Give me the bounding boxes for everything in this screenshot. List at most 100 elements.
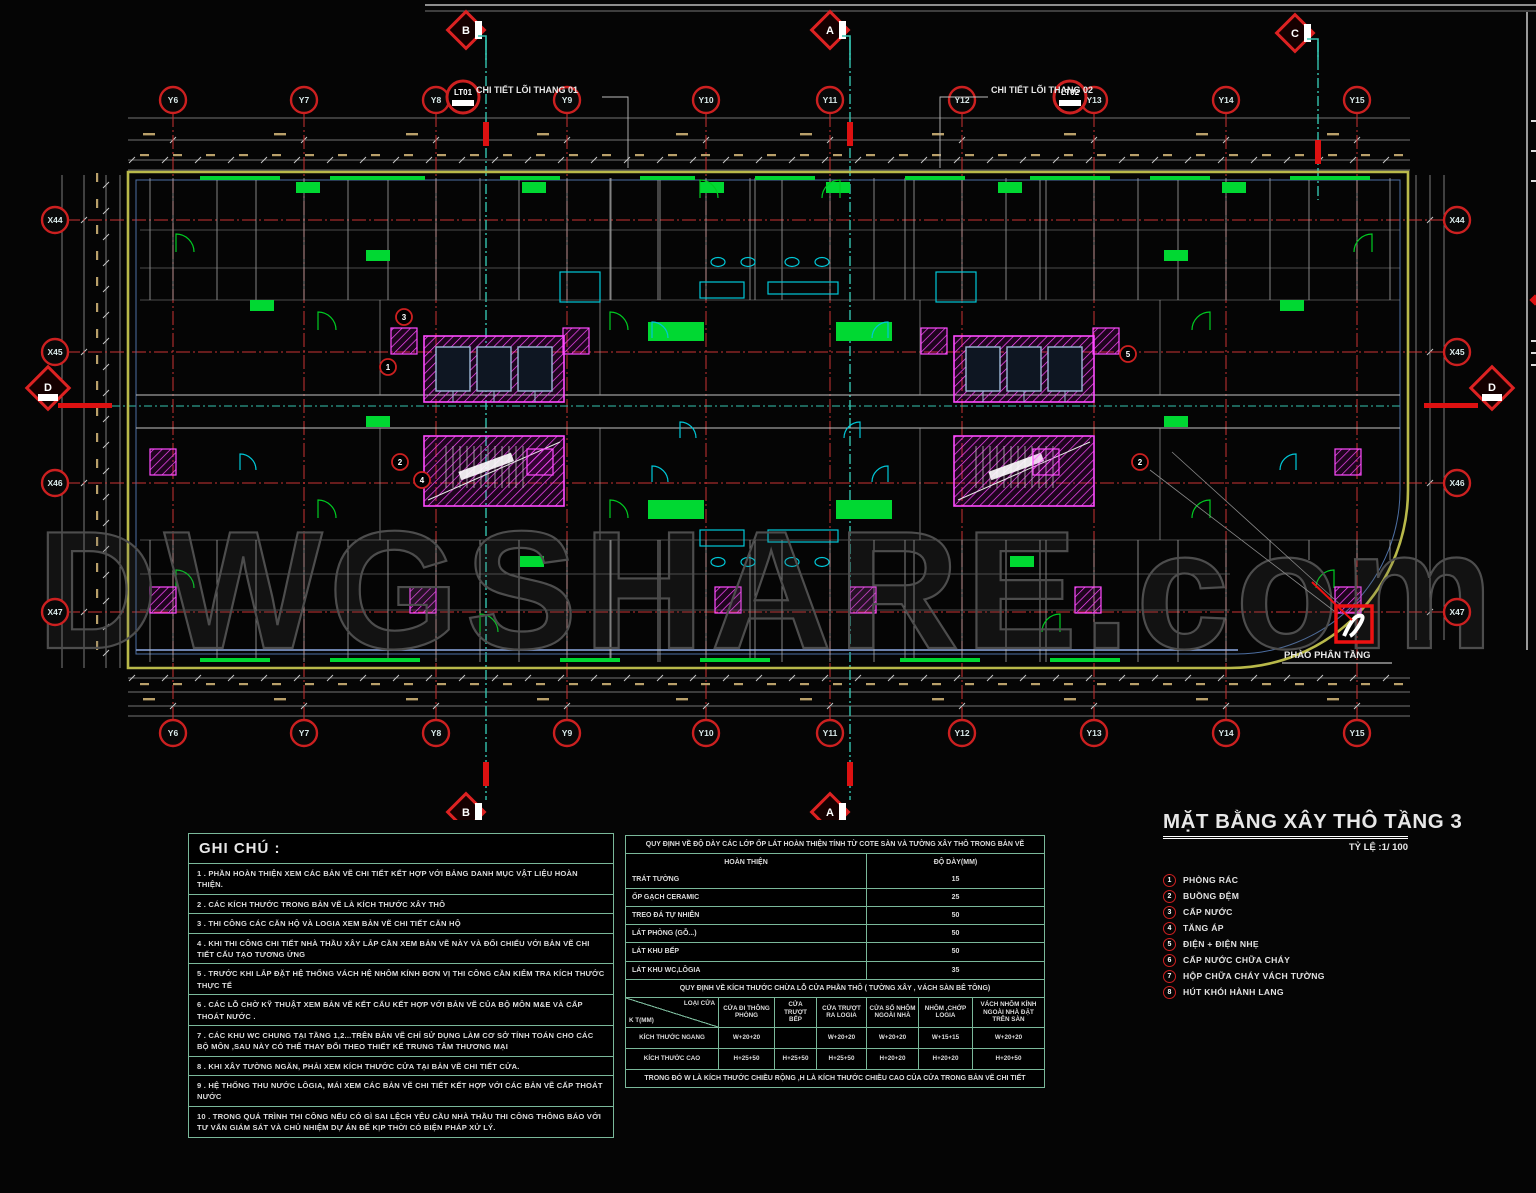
door-value: W+20+20 — [866, 1027, 918, 1049]
plan-graphic — [839, 803, 846, 820]
plan-graphic — [293, 156, 301, 164]
axis-label: Y15 — [1349, 728, 1364, 738]
finish-table-title: QUY ĐỊNH VỀ ĐỘ DÀY CÁC LỚP ỐP LÁT HOÀN T… — [645, 841, 1025, 848]
plan-graphic — [1274, 12, 1316, 54]
plan-graphic — [814, 256, 830, 268]
notes-box: GHI CHÚ : 1 . PHẦN HOÀN THIỆN XEM CÁC BẢ… — [188, 833, 614, 1138]
plan-graphic — [1262, 154, 1271, 157]
door-col-header: CỬA ĐI THÔNG PHÒNG — [718, 997, 774, 1028]
plan-graphic — [854, 156, 862, 164]
axis-label: X47 — [1449, 607, 1464, 617]
plan-graphic — [651, 321, 669, 339]
plan-graphic — [947, 85, 977, 115]
plan-graphic — [432, 702, 440, 710]
plan-graphic — [1059, 100, 1081, 106]
plan-graphic — [833, 154, 842, 157]
plan-graphic — [479, 613, 499, 633]
plan-graphic — [986, 156, 994, 164]
plan-graphic — [379, 358, 397, 376]
plan-graphic — [809, 9, 851, 51]
plan-graphic — [175, 233, 195, 253]
plan-graphic — [102, 233, 110, 241]
plan-graphic — [1531, 340, 1536, 342]
plan-graphic — [866, 683, 875, 686]
plan-graphic — [722, 674, 730, 682]
finish-col1: HOÀN THIỆN — [724, 859, 768, 866]
plan-graphic — [1130, 154, 1139, 157]
plan-graphic — [602, 154, 611, 157]
plan-graphic — [932, 154, 941, 157]
plan-graphic — [522, 182, 546, 193]
plan-graphic — [260, 156, 268, 164]
plan-graphic — [1079, 718, 1109, 748]
axis-label: Y9 — [562, 95, 573, 105]
finish-name: LÁT KHU BẾP — [632, 948, 680, 956]
plan-graphic — [836, 322, 892, 341]
legend-number-icon: 7 — [1163, 969, 1176, 983]
floor-plan-canvas: DWGSHARE.comY6Y6Y7Y7Y8Y8Y9Y9Y10Y10Y11Y11… — [24, 4, 1536, 820]
plan-graphic — [1010, 556, 1034, 567]
plan-graphic — [800, 683, 809, 686]
plan-graphic — [24, 364, 72, 412]
axis-label: Y13 — [1086, 95, 1101, 105]
plan-graphic — [800, 698, 812, 701]
plan-graphic — [395, 308, 413, 326]
door-table-footer: TRONG ĐÓ W LÀ KÍCH THƯỚC CHIỀU RỘNG ,H L… — [644, 1075, 1026, 1083]
plan-graphic — [102, 259, 110, 267]
plan-graphic — [699, 179, 719, 199]
plan-graphic — [1031, 154, 1040, 157]
plan-graphic — [1327, 133, 1339, 136]
axis-label: Y15 — [1349, 95, 1364, 105]
plan-graphic — [1349, 156, 1357, 164]
axis-label: Y9 — [562, 728, 573, 738]
plan-graphic — [767, 154, 776, 157]
plan-graphic — [866, 154, 875, 157]
axis-label: Y11 — [823, 728, 838, 738]
plan-graphic — [1327, 698, 1339, 701]
lt02-text: CHI TIẾT LÕI THANG 02 — [991, 85, 1093, 95]
plan-graphic — [1342, 85, 1372, 115]
plan-graphic — [1382, 674, 1390, 682]
plan-graphic — [392, 156, 400, 164]
plan-graphic — [476, 346, 512, 392]
plan-graphic — [437, 154, 446, 157]
callout-number: 5 — [1126, 350, 1131, 359]
plan-graphic — [128, 674, 136, 682]
axis-label: Y10 — [698, 728, 713, 738]
plan-graphic — [957, 441, 1091, 501]
plan-graphic — [755, 674, 763, 682]
plan-graphic — [1307, 38, 1319, 60]
plan-graphic — [296, 182, 320, 193]
plan-graphic — [1085, 674, 1093, 682]
plan-graphic — [689, 674, 697, 682]
plan-graphic — [445, 9, 487, 51]
plan-graphic — [96, 511, 99, 520]
plan-graphic — [149, 448, 177, 476]
plan-graphic — [847, 122, 853, 146]
plan-graphic — [537, 133, 549, 136]
legend-label: HÚT KHÓI HÀNH LANG — [1183, 987, 1284, 997]
plan-graphic — [250, 300, 274, 311]
callout-number: 4 — [420, 476, 425, 485]
plan-graphic — [140, 683, 149, 686]
plan-graphic — [194, 156, 202, 164]
corner-bottom: K T(MM) — [629, 1017, 654, 1025]
plan-graphic — [563, 702, 571, 710]
legend-number-icon: 3 — [1163, 905, 1176, 919]
plan-graphic — [821, 179, 841, 199]
plan-graphic — [1131, 453, 1149, 471]
legend-number-icon: 1 — [1163, 873, 1176, 887]
plan-graphic — [475, 803, 482, 820]
plan-graphic — [404, 154, 413, 157]
plan-graphic — [1217, 674, 1225, 682]
door-value: W+20+20 — [972, 1027, 1044, 1049]
plan-graphic — [1030, 176, 1110, 180]
note-item: 7 . CÁC KHU WC CHUNG TẠI TẦNG 1,2...TRÊN… — [189, 1024, 613, 1056]
plan-graphic — [767, 529, 839, 543]
plan-graphic — [158, 718, 188, 748]
plan-graphic — [826, 182, 850, 193]
